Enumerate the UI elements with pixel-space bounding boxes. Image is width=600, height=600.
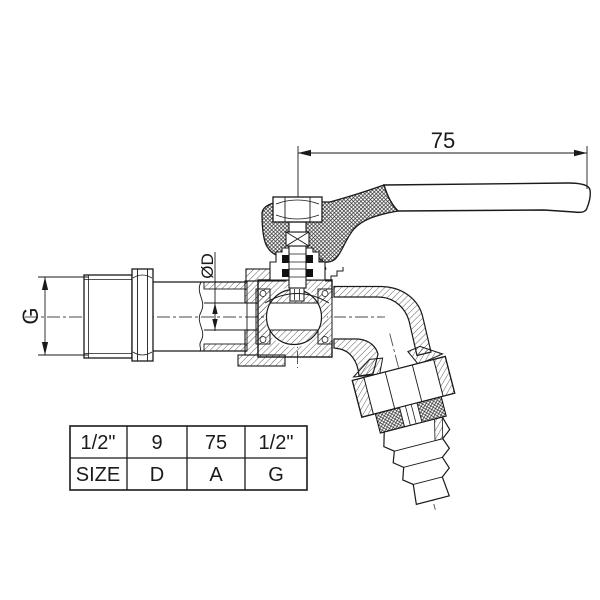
arrowhead-down	[212, 319, 218, 330]
arrowhead-right	[574, 149, 587, 157]
outlet-assembly	[351, 345, 456, 506]
table-value-d: 9	[151, 432, 162, 454]
size-table: 1/2" 9 75 1/2" SIZE D A G	[69, 425, 308, 491]
inlet-hex	[131, 268, 154, 362]
handle-stop-steps	[325, 267, 344, 282]
barb-wall-section	[434, 416, 444, 442]
arrowhead-up	[212, 303, 218, 314]
table-value-size: 1/2"	[81, 432, 116, 454]
arrowhead-up	[41, 277, 49, 290]
valve-ball	[265, 287, 323, 346]
seat-oring	[321, 290, 329, 297]
break-line	[198, 281, 204, 352]
seat-oring	[259, 290, 267, 297]
seat-oring	[321, 336, 329, 343]
ball-stem-slot	[289, 287, 305, 302]
stem-grooves	[289, 253, 306, 278]
seat-oring	[259, 336, 267, 343]
dimension-od-text: ØD	[198, 253, 217, 279]
dimension-od	[212, 252, 218, 331]
valve-stem	[288, 245, 307, 289]
table-label-g: G	[268, 464, 284, 486]
table-label-a: A	[209, 464, 223, 486]
stem-orings	[282, 255, 313, 277]
flare-right	[407, 345, 444, 365]
table-value-a: 75	[205, 432, 227, 454]
dimension-75-text: 75	[431, 128, 455, 153]
arrowhead-left	[298, 149, 311, 157]
dimension-g	[38, 276, 88, 356]
body-dome-line	[264, 293, 330, 304]
inlet-male-thread	[83, 274, 133, 359]
table-value-g: 1/2"	[259, 432, 294, 454]
handle-lever	[383, 182, 591, 214]
table-label-size: SIZE	[76, 464, 120, 486]
dimension-75	[297, 146, 588, 197]
dimension-g-text: G	[18, 307, 43, 324]
hose-barb	[383, 416, 451, 506]
arrowhead-down	[41, 342, 49, 355]
inlet-tailpiece	[153, 281, 256, 352]
stem-hex-nut	[272, 196, 323, 223]
table-label-d: D	[150, 464, 164, 486]
hose-union-nut	[351, 355, 456, 419]
packing-x	[285, 231, 310, 247]
stem-neck	[288, 221, 307, 233]
